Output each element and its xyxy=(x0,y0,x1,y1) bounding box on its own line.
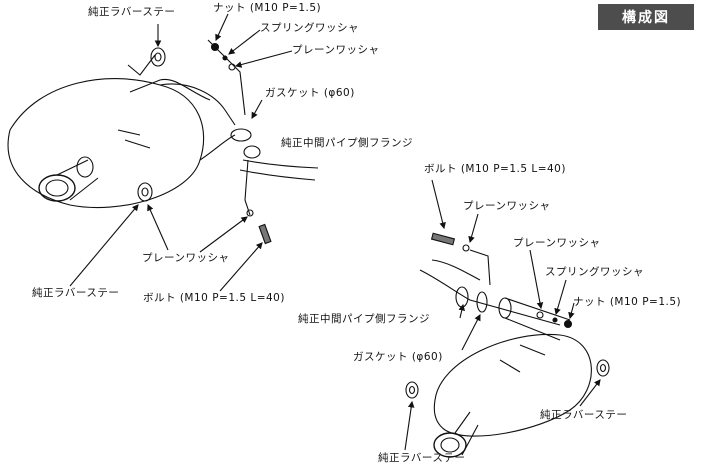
right-rubber-stay-left xyxy=(405,381,419,399)
left-rubber-stay-top xyxy=(150,47,166,67)
label-plain-washer: プレーンワッシャ xyxy=(292,44,380,56)
label-bolt: ボルト (M10 P=1.5 L=40) xyxy=(424,163,566,175)
label-spring-washer: スプリングワッシャ xyxy=(545,266,644,278)
label-rubber-stay: 純正ラバーステー xyxy=(32,287,120,299)
right-muffler xyxy=(419,259,592,458)
label-plain-washer: プレーンワッシャ xyxy=(513,237,601,249)
right-rubber-stay-right xyxy=(596,359,610,377)
label-rubber-stay: 純正ラバーステー xyxy=(540,409,628,421)
label-gasket: ガスケット (φ60) xyxy=(265,87,355,99)
left-muffler xyxy=(7,54,319,209)
label-rubber-stay: 純正ラバーステー xyxy=(378,452,466,464)
left-rubber-stay-bottom xyxy=(137,182,153,202)
label-plain-washer: プレーンワッシャ xyxy=(142,252,230,264)
label-nut: ナット (M10 P=1.5) xyxy=(213,2,322,14)
label-bolt: ボルト (M10 P=1.5 L=40) xyxy=(143,292,285,304)
label-nut: ナット (M10 P=1.5) xyxy=(573,296,682,308)
diagram-title-badge: 構成図 xyxy=(598,4,694,30)
label-rubber-stay: 純正ラバーステー xyxy=(88,6,176,18)
label-flange: 純正中間パイプ側フランジ xyxy=(298,313,430,325)
label-spring-washer: スプリングワッシャ xyxy=(260,22,359,34)
label-flange: 純正中間パイプ側フランジ xyxy=(281,137,413,149)
left-spring-washer xyxy=(222,55,228,61)
label-plain-washer: プレーンワッシャ xyxy=(463,200,551,212)
label-gasket: ガスケット (φ60) xyxy=(353,351,443,363)
